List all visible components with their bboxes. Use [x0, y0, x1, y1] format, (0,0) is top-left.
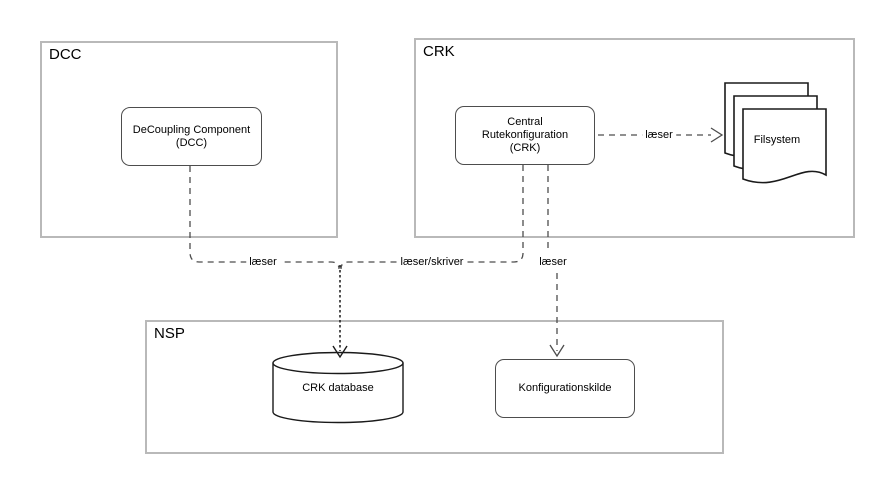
node-central-rutekonfiguration-line3: (CRK) — [509, 142, 541, 154]
container-dcc-title: DCC — [49, 46, 82, 63]
edge-label-dcc-laeser: læser — [246, 256, 280, 268]
arrowhead-filsystem-icon — [710, 127, 724, 143]
edge-label-laeser-skriver: læser/skriver — [397, 256, 467, 268]
edge-label-konfigurationskilde-laeser: læser — [536, 256, 570, 268]
crk-database-cylinder[interactable] — [272, 351, 404, 424]
filsystem-document-stack[interactable] — [724, 82, 827, 184]
node-decoupling-component[interactable]: DeCoupling Component (DCC) — [121, 107, 262, 166]
node-konfigurationskilde[interactable]: Konfigurationskilde — [495, 359, 635, 418]
container-crk-title: CRK — [423, 43, 455, 60]
crk-database-label: CRK database — [302, 382, 374, 394]
arrowhead-database-icon — [332, 345, 348, 359]
node-decoupling-component-line1: DeCoupling Component — [132, 123, 251, 136]
cylinder-body[interactable] — [272, 363, 404, 424]
cylinder-top[interactable] — [272, 351, 404, 375]
node-konfigurationskilde-label: Konfigurationskilde — [518, 382, 612, 394]
edge-crk-to-database[interactable] — [340, 165, 524, 270]
edge-dcc-to-database[interactable] — [189, 166, 340, 270]
arrowhead-konfigurationskilde-icon — [549, 344, 565, 358]
node-central-rutekonfiguration-line2: Rutekonfiguration — [481, 129, 569, 141]
container-nsp-title: NSP — [154, 325, 185, 342]
edge-label-filsystem-laeser: læser — [642, 129, 676, 141]
filsystem-label: Filsystem — [753, 134, 801, 146]
document-front-icon — [742, 108, 827, 184]
node-central-rutekonfiguration-line1: Central — [507, 116, 543, 128]
node-central-rutekonfiguration[interactable]: Central Rutekonfiguration (CRK) — [455, 106, 595, 165]
node-decoupling-component-line2: (DCC) — [175, 136, 208, 149]
